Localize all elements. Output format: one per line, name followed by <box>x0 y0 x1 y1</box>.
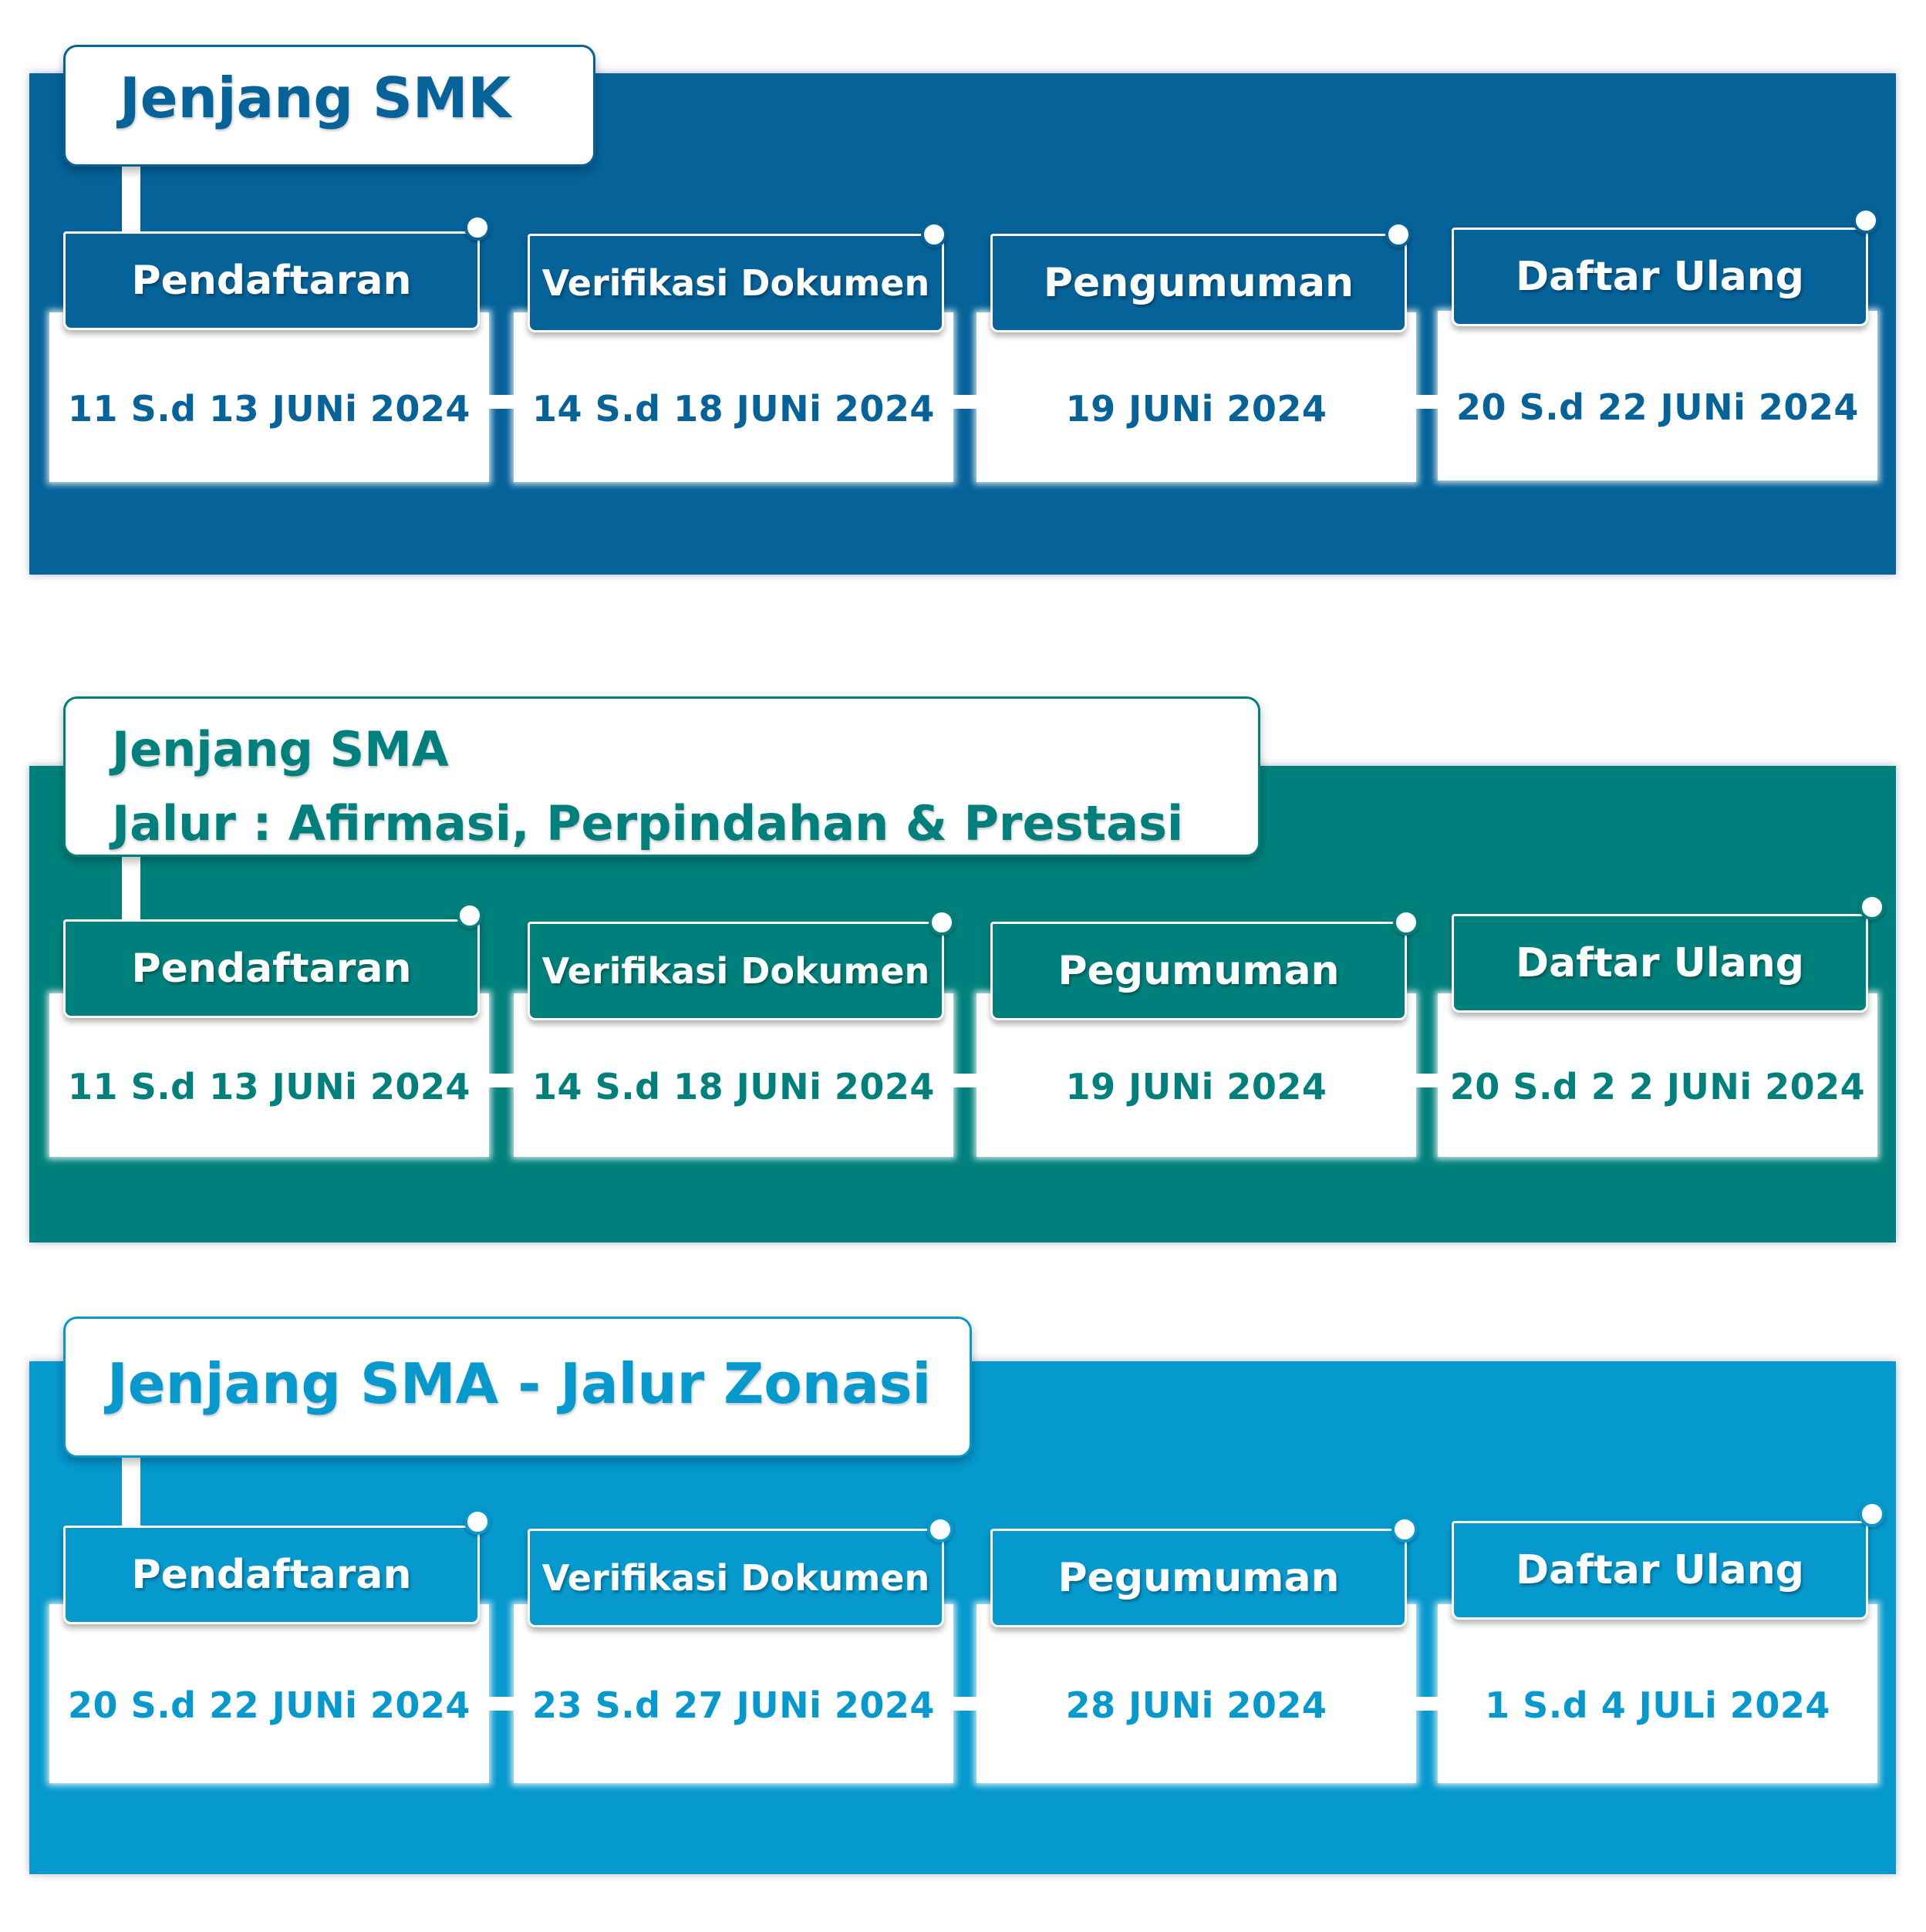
timeline-link <box>487 1074 520 1087</box>
step-label: Pegumuman <box>990 922 1407 1020</box>
step-label: Daftar Ulang <box>1452 914 1868 1013</box>
title-connector <box>122 162 140 235</box>
step-marker-dot <box>1391 1516 1418 1543</box>
section-title-box: Jenjang SMA - Jalur Zonasi <box>63 1317 972 1458</box>
section-title: Jenjang SMA - Jalur Zonasi <box>107 1351 932 1416</box>
timeline-link <box>952 1697 984 1711</box>
timeline-link <box>487 395 520 409</box>
section-title: Jenjang SMK <box>120 66 511 130</box>
section-title: Jenjang SMA <box>112 721 449 777</box>
timeline-link <box>487 1697 520 1711</box>
timeline-link <box>952 395 984 409</box>
step-label: Verifikasi Dokumen <box>528 234 944 332</box>
timeline-link <box>1413 1074 1445 1087</box>
step-label: Daftar Ulang <box>1452 228 1868 326</box>
timeline-link <box>1413 395 1445 409</box>
step-label: Verifikasi Dokumen <box>528 922 944 1020</box>
step-date: 1 S.d 4 JULi 2024 <box>1438 1604 1877 1783</box>
step-marker-dot <box>1393 909 1419 936</box>
step-marker-dot <box>921 221 947 248</box>
step-date: 11 S.d 13 JUNi 2024 <box>49 312 489 482</box>
step-label: Pendaftaran <box>63 1526 480 1624</box>
step-label: Pengumuman <box>990 234 1407 332</box>
step-date: 20 S.d 2 2 JUNi 2024 <box>1438 993 1877 1157</box>
step-marker-dot <box>1853 207 1879 234</box>
step-date: 23 S.d 27 JUNi 2024 <box>514 1604 953 1783</box>
section-title-box: Jenjang SMA Jalur : Afirmasi, Perpindaha… <box>63 696 1260 857</box>
step-marker-dot <box>929 909 955 936</box>
step-date: 14 S.d 18 JUNi 2024 <box>514 312 953 482</box>
step-date: 28 JUNi 2024 <box>976 1604 1416 1783</box>
step-marker-dot <box>927 1516 953 1543</box>
title-connector <box>122 852 140 926</box>
step-date: 11 S.d 13 JUNi 2024 <box>49 993 489 1157</box>
timeline-link <box>1413 1697 1445 1711</box>
step-date: 19 JUNi 2024 <box>976 993 1416 1157</box>
step-label: Pendaftaran <box>63 231 480 330</box>
step-date: 20 S.d 22 JUNi 2024 <box>1438 311 1877 480</box>
step-marker-dot <box>457 902 483 929</box>
title-connector <box>122 1453 140 1526</box>
step-label: Verifikasi Dokumen <box>528 1529 944 1627</box>
timeline-link <box>952 1074 984 1087</box>
step-marker-dot <box>1385 221 1412 248</box>
step-date: 19 JUNi 2024 <box>976 312 1416 482</box>
step-marker-dot <box>1859 1501 1885 1527</box>
step-marker-dot <box>464 1509 491 1535</box>
section-title-box: Jenjang SMK <box>63 45 595 167</box>
step-marker-dot <box>464 214 491 241</box>
step-label: Pendaftaran <box>63 919 480 1018</box>
step-date: 20 S.d 22 JUNi 2024 <box>49 1604 489 1783</box>
step-marker-dot <box>1859 894 1885 920</box>
step-label: Daftar Ulang <box>1452 1521 1868 1620</box>
section-subtitle: Jalur : Afirmasi, Perpindahan & Prestasi <box>112 795 1184 851</box>
step-date: 14 S.d 18 JUNi 2024 <box>514 993 953 1157</box>
step-label: Pegumuman <box>990 1529 1407 1627</box>
